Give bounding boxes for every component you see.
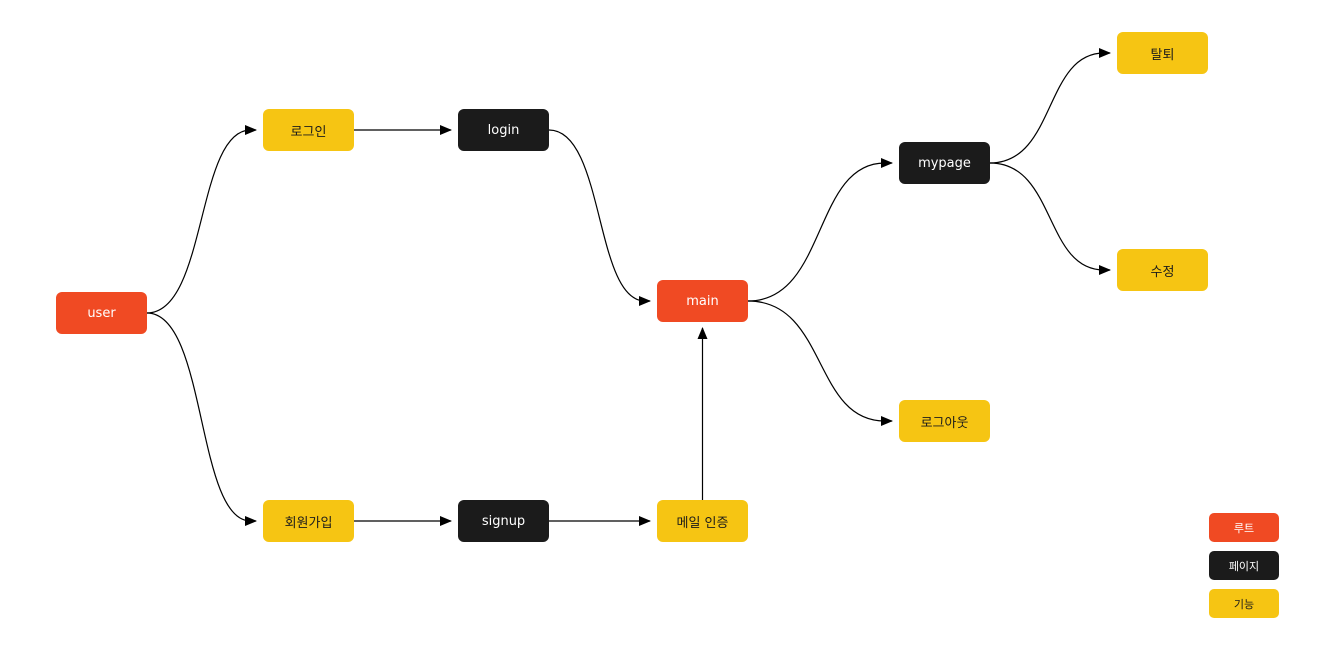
node-login-page[interactable]: login — [458, 109, 549, 151]
node-mypage[interactable]: mypage — [899, 142, 990, 184]
edge-mypage-to-edit — [989, 162, 1111, 275]
node-user[interactable]: user — [56, 292, 147, 334]
edge-login-page-to-main — [548, 129, 651, 306]
legend-page: 페이지 — [1209, 551, 1279, 580]
edge-main-to-mypage — [747, 158, 893, 302]
edge-main-to-logout — [747, 300, 893, 426]
legend-feature: 기능 — [1209, 589, 1279, 618]
node-withdraw[interactable]: 탈퇴 — [1117, 32, 1208, 74]
node-signup-page[interactable]: signup — [458, 500, 549, 542]
node-logout[interactable]: 로그아웃 — [899, 400, 990, 442]
legend-root: 루트 — [1209, 513, 1279, 542]
node-signup-feature[interactable]: 회원가입 — [263, 500, 354, 542]
node-login-feature[interactable]: 로그인 — [263, 109, 354, 151]
node-edit[interactable]: 수정 — [1117, 249, 1208, 291]
edge-user-to-login-feature — [146, 125, 257, 314]
node-email-verify[interactable]: 메일 인증 — [657, 500, 748, 542]
edge-user-to-signup-feature — [146, 312, 257, 526]
edge-mypage-to-withdraw — [989, 48, 1111, 164]
node-main[interactable]: main — [657, 280, 748, 322]
